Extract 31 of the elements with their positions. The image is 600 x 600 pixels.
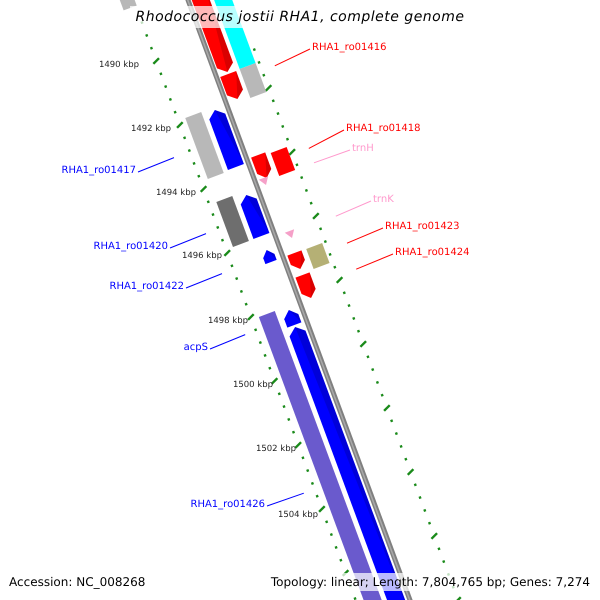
tick-label: 1498 kbp (208, 316, 248, 326)
leader-line (308, 130, 344, 149)
leader-line (356, 254, 394, 270)
leader-line (210, 334, 246, 350)
gene-label: acpS (184, 342, 208, 354)
gene-label: trnH (352, 143, 374, 155)
gene-label: RHA1_ro01420 (94, 241, 168, 253)
leader-line (266, 492, 304, 506)
leader-line (274, 48, 310, 66)
leader-line (346, 228, 384, 244)
leader-line (314, 150, 350, 164)
tick-label: 1492 kbp (130, 124, 171, 134)
leader-line (335, 200, 372, 217)
gene-label: RHA1_ro01424 (395, 247, 470, 259)
tick-label: 1500 kbp (232, 380, 273, 390)
gene-label: RHA1_ro01422 (110, 281, 184, 293)
gene-label: RHA1_ro01423 (385, 221, 460, 233)
tick-label: 1490 kbp (98, 60, 139, 70)
gene-label: trnK (373, 194, 394, 206)
gene-label: RHA1_ro01416 (312, 42, 386, 54)
gene-label: RHA1_ro01418 (346, 123, 420, 135)
leader-line (170, 233, 206, 248)
leader-line (138, 157, 174, 172)
gene-label: RHA1_ro01426 (190, 499, 265, 511)
leader-line (186, 273, 222, 288)
tick-label: 1502 kbp (256, 444, 296, 454)
tick-label: 1496 kbp (182, 251, 222, 261)
genome-stats: Topology: linear; Length: 7,804,765 bp; Genes: 7,274 (270, 573, 590, 591)
tick-label: 1494 kbp (156, 188, 196, 198)
tick-label: 1504 kbp (278, 510, 318, 520)
gene-label: RHA1_ro01417 (62, 165, 136, 177)
